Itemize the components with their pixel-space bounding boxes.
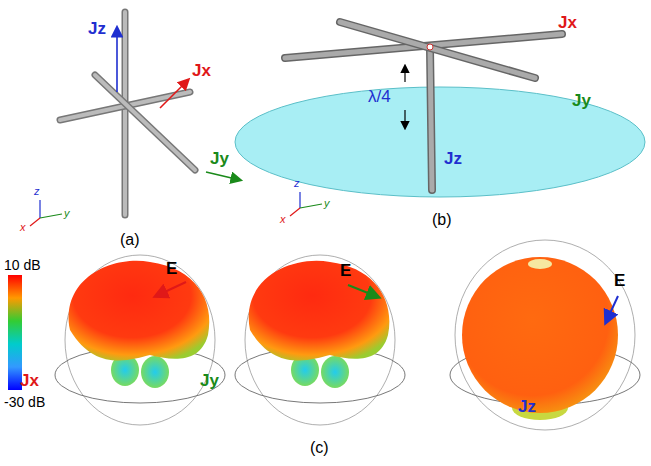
- field-label: E: [166, 260, 177, 277]
- scale-label: -30 dB: [4, 395, 45, 409]
- current-label: Jz: [88, 20, 106, 37]
- field-label: E: [340, 262, 351, 279]
- axis-label: z: [294, 178, 300, 189]
- current-label: Jy: [572, 92, 591, 109]
- dimension-label: λ/4: [368, 88, 391, 105]
- panel-label: (a): [120, 232, 140, 248]
- current-label: Jy: [210, 150, 229, 167]
- axis-label: x: [20, 222, 26, 233]
- current-label: Jz: [518, 398, 536, 415]
- field-label: E: [614, 272, 625, 289]
- current-label: Jz: [444, 150, 462, 167]
- panel-label: (c): [310, 440, 329, 456]
- current-label: Jy: [200, 372, 219, 389]
- axis-label: z: [34, 186, 40, 197]
- axis-label: y: [324, 198, 330, 209]
- axis-label: y: [64, 208, 70, 219]
- axis-label: x: [280, 214, 286, 225]
- current-label: Jx: [20, 372, 39, 389]
- scale-label: 10 dB: [4, 258, 41, 272]
- current-label: Jx: [192, 62, 211, 79]
- current-label: Jx: [558, 14, 577, 31]
- panel-label: (b): [432, 212, 452, 228]
